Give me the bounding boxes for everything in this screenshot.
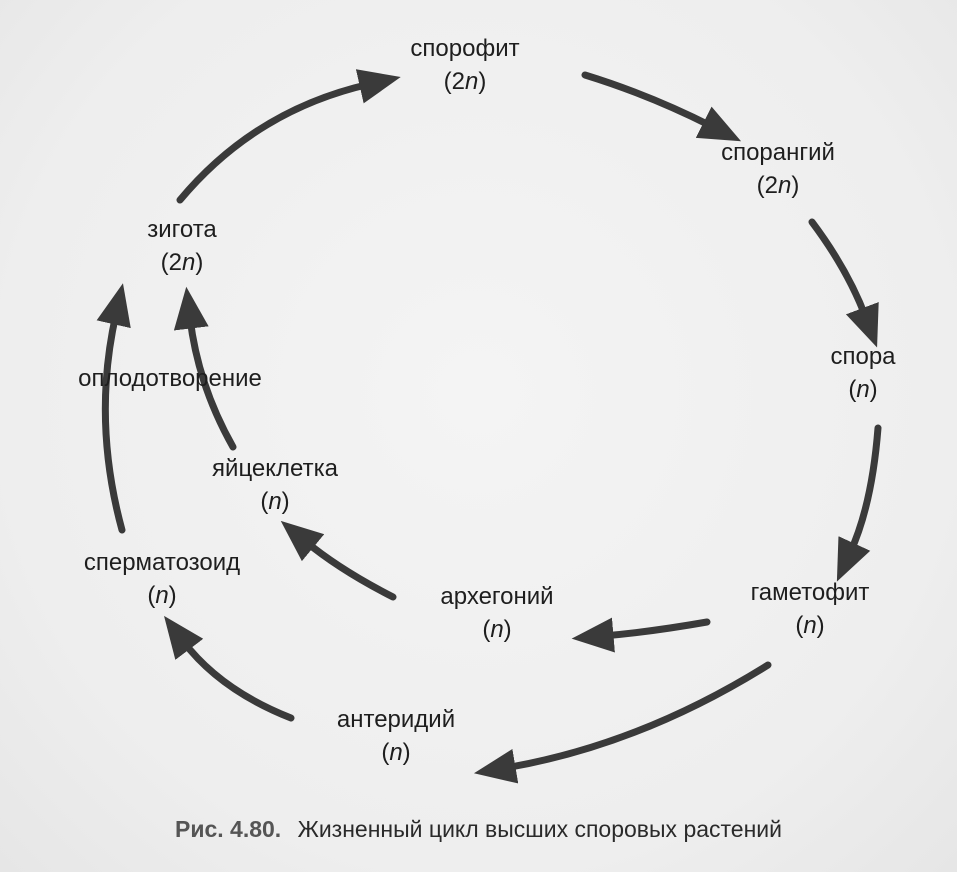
arrow-gametophyte-to-archegonium: [571, 617, 711, 653]
arrow-egg-to-zygote: [173, 286, 237, 451]
node-antheridium: антеридий (n): [337, 703, 455, 769]
arrow-zygote-to-sporophyte: [176, 69, 401, 204]
sporophyte-ploidy: (2n): [443, 68, 487, 95]
archegonium-label: архегоний: [440, 583, 554, 610]
arrow-sporangium-to-spore: [808, 218, 879, 348]
fertilization-label: оплодотворение: [78, 365, 262, 392]
egg-label: яйцеклетка: [212, 455, 338, 482]
gametophyte-label: гаметофит: [750, 579, 870, 606]
zygote-label: зигота: [147, 216, 217, 243]
sporophyte-label: спорофит: [410, 35, 520, 62]
antheridium-ploidy: (n): [381, 739, 411, 766]
gametophyte-ploidy: (n): [795, 612, 825, 639]
spore-ploidy: (n): [848, 376, 878, 403]
arrow-sperm-to-zygote: [96, 283, 131, 534]
node-archegonium: архегоний (n): [440, 580, 553, 646]
antheridium-label: антеридий: [336, 706, 456, 733]
node-spore: спора (n): [830, 340, 895, 406]
arrow-antheridium-to-sperm: [164, 615, 295, 722]
figure-caption: Рис. 4.80. Жизненный цикл высших споровы…: [0, 816, 957, 843]
arrow-archegonium-to-egg: [280, 520, 397, 601]
node-zygote: зигота (2n): [147, 213, 217, 279]
sporangium-ploidy: (2n): [756, 172, 800, 199]
arrow-sporophyte-to-sporangium: [581, 71, 742, 142]
sporangium-label: спорангий: [721, 139, 835, 166]
node-egg: яйцеклетка (n): [212, 452, 338, 518]
arrow-spore-to-gametophyte: [836, 424, 882, 582]
spore-label: спора: [830, 343, 896, 370]
node-sporophyte: спорофит (2n): [410, 32, 519, 98]
archegonium-ploidy: (n): [482, 616, 512, 643]
zygote-ploidy: (2n): [160, 249, 204, 276]
figure-number: Рис. 4.80.: [174, 816, 282, 842]
figure-caption-text: Жизненный цикл высших споровых растений: [297, 816, 782, 842]
sperm-label: сперматозоид: [83, 549, 241, 576]
node-gametophyte: гаметофит (n): [751, 576, 870, 642]
sperm-ploidy: (n): [147, 582, 177, 609]
node-sperm: сперматозоид (n): [84, 546, 240, 612]
node-sporangium: спорангий (2n): [721, 136, 835, 202]
arrow-gametophyte-to-antheridium: [473, 661, 772, 784]
egg-ploidy: (n): [260, 488, 290, 515]
